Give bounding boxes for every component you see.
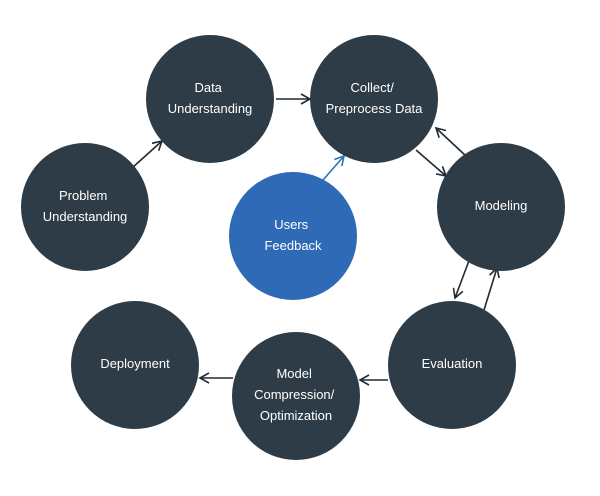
node-circle xyxy=(146,35,274,163)
arrow-problem-to-data xyxy=(131,139,164,169)
node-label: Model Compression/ Optimization xyxy=(254,366,338,423)
node-problem-understanding: Problem Understanding xyxy=(21,143,149,271)
node-circle xyxy=(232,332,360,460)
arrow-modeling-to-collect xyxy=(434,126,467,157)
node-circle xyxy=(388,301,516,429)
arrow-collect-to-modeling xyxy=(415,149,448,178)
node-label: Problem Understanding xyxy=(43,188,128,224)
arrows xyxy=(131,93,500,386)
node-evaluation: Evaluation xyxy=(388,301,516,429)
node-label: Collect/ Preprocess Data xyxy=(326,80,424,116)
arrow-feedback-to-collect xyxy=(322,154,346,181)
node-collect-preprocess: Collect/ Preprocess Data xyxy=(310,35,438,163)
node-circle xyxy=(310,35,438,163)
arrow-modeling-to-evaluation xyxy=(452,257,471,300)
node-label: Data Understanding xyxy=(168,80,253,116)
node-circle xyxy=(229,172,357,300)
node-data-understanding: Data Understanding xyxy=(146,35,274,163)
node-users-feedback: Users Feedback xyxy=(229,172,357,300)
node-modeling: Modeling xyxy=(437,143,565,271)
node-circle xyxy=(437,143,565,271)
node-label: Evaluation xyxy=(422,356,483,371)
arrow-evaluation-to-modeling xyxy=(483,266,500,311)
node-label: Deployment xyxy=(100,356,170,371)
node-circle xyxy=(71,301,199,429)
node-label: Modeling xyxy=(475,198,528,213)
node-deployment: Deployment xyxy=(71,301,199,429)
node-circle xyxy=(21,143,149,271)
node-label: Users Feedback xyxy=(264,217,322,253)
node-model-compression: Model Compression/ Optimization xyxy=(232,332,360,460)
